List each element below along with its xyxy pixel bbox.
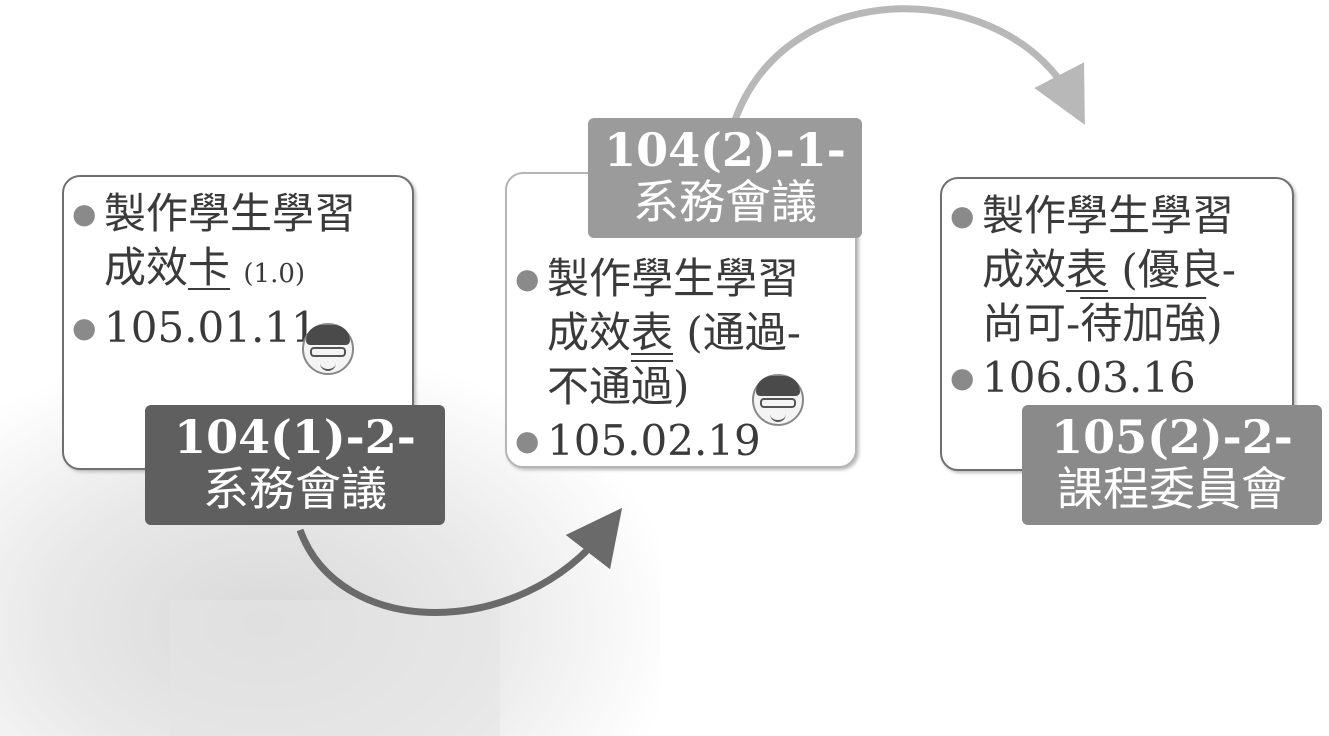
bullet-icon: ● bbox=[515, 424, 540, 457]
list-item: ● 105.01.11 bbox=[64, 301, 412, 355]
meeting-label-1: 104(1)-2- 系務會議 bbox=[145, 405, 445, 525]
curved-arrow-icon bbox=[731, 5, 1085, 125]
date-text: 105.01.11 bbox=[104, 303, 318, 352]
meeting-label-2: 104(2)-1- 系務會議 bbox=[588, 118, 862, 238]
card-3-list: ● 製作學生學習 成效表 (優良- 尚可-待加強) ● 106.03.16 bbox=[942, 189, 1292, 405]
date-text: 106.03.16 bbox=[982, 353, 1196, 402]
bullet-icon: ● bbox=[72, 197, 97, 230]
teacher-face-icon bbox=[302, 323, 354, 375]
bullet-icon: ● bbox=[515, 262, 540, 295]
list-item: ● 製作學生學習 成效表 (通過- 不通過) bbox=[515, 254, 801, 411]
bullet-icon: ● bbox=[72, 311, 97, 344]
list-item: ● 製作學生學習 成效表 (優良- 尚可-待加強) bbox=[950, 191, 1236, 348]
background-shading-block bbox=[170, 600, 500, 736]
meeting-label-3: 105(2)-2- 課程委員會 bbox=[1022, 405, 1322, 525]
bullet-icon: ● bbox=[950, 199, 975, 232]
teacher-face-icon bbox=[752, 374, 804, 426]
list-item: ● 105.02.19 bbox=[507, 414, 855, 468]
list-item: ● 製作學生學習 成效卡 (1.0) bbox=[72, 189, 357, 292]
list-item: ● 106.03.16 bbox=[942, 351, 1292, 405]
date-text: 105.02.19 bbox=[547, 416, 761, 465]
card-2-list: ● 製作學生學習 成效表 (通過- 不通過) ● 105.02.19 bbox=[507, 252, 855, 468]
card-1-list: ● 製作學生學習 成效卡 (1.0) ● 105.01.11 bbox=[64, 187, 412, 355]
curved-arrow-icon bbox=[296, 507, 623, 616]
bullet-icon: ● bbox=[950, 361, 975, 394]
